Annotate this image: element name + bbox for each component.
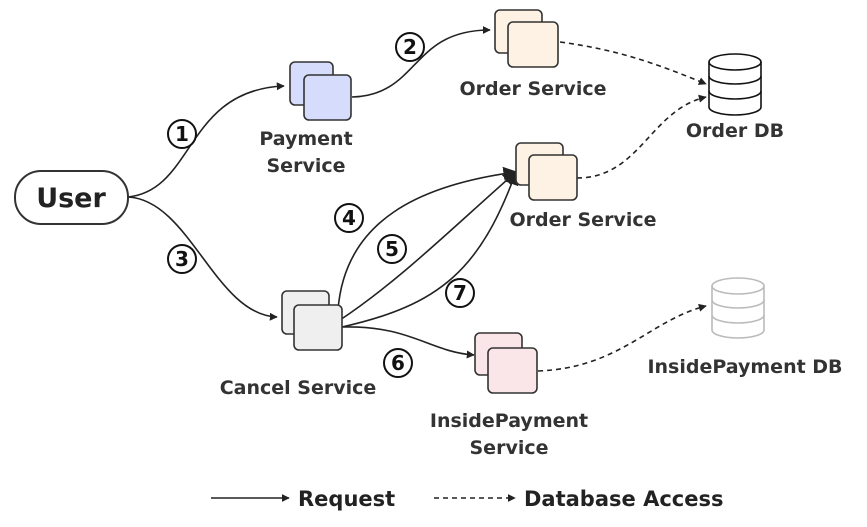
step-badges: 1 2 3 4 5 6 7 [167,32,475,378]
cancel-service-icon-front [293,304,343,351]
insidepayment-service-label-line2: Service [470,437,549,459]
edge-order-mid-to-orderdb [576,94,707,179]
edge-insidepayment-to-db [537,303,707,372]
cancel-service-node[interactable]: Cancel Service [220,290,377,399]
request-edges [127,26,519,359]
edge-cancel-to-order-7 [341,170,519,328]
step-1-badge: 1 [167,119,197,149]
step-5-badge: 5 [377,234,407,264]
edge-payment-to-order-top [351,26,491,98]
legend: Request Database Access [211,487,723,511]
step-1-label: 1 [175,122,189,146]
order-service-mid-icon-front [528,154,578,201]
step-5-label: 5 [385,237,399,261]
edge-cancel-to-order-5 [339,171,518,321]
step-7-badge: 7 [445,278,475,308]
step-4-label: 4 [342,206,356,230]
user-node[interactable]: User [14,170,129,225]
edge-cancel-to-order-4 [337,166,518,311]
step-7-label: 7 [453,281,467,305]
legend-database-label: Database Access [524,487,723,511]
step-6-label: 6 [391,351,405,375]
insidepayment-service-label-line1: InsidePayment [430,410,588,432]
order-db-node[interactable]: Order DB [686,53,784,142]
payment-service-label-line1: Payment [259,128,352,150]
insidepayment-service-icon-front [487,347,538,394]
cancel-service-label: Cancel Service [220,377,377,399]
payment-service-label-line2: Service [267,155,346,177]
payment-service-icon-front [303,74,352,121]
user-label: User [36,183,106,214]
legend-database-access: Database Access [434,487,723,511]
edge-user-to-cancel [127,196,278,321]
insidepayment-db-label: InsidePayment DB [647,356,842,378]
step-3-label: 3 [175,247,189,271]
step-6-badge: 6 [383,348,413,378]
order-service-mid-node[interactable]: Order Service [510,142,657,231]
order-service-top-node[interactable]: Order Service [460,9,607,100]
legend-request: Request [211,487,395,511]
database-edges [537,41,707,372]
step-4-badge: 4 [334,203,364,233]
insidepayment-db-icon [711,277,765,339]
order-db-label: Order DB [686,120,784,142]
legend-request-label: Request [298,487,395,511]
step-2-badge: 2 [395,32,425,62]
payment-service-node[interactable]: Payment Service [259,61,353,177]
order-service-mid-label: Order Service [510,209,657,231]
edge-order-top-to-orderdb [559,41,707,85]
order-db-icon [708,53,762,116]
insidepayment-db-node[interactable]: InsidePayment DB [647,277,843,378]
order-service-top-label: Order Service [460,78,607,100]
edge-cancel-to-insidepayment [341,326,475,359]
step-2-label: 2 [403,35,417,59]
insidepayment-service-node[interactable]: InsidePayment Service [430,332,588,459]
step-3-badge: 3 [167,244,197,274]
order-service-top-icon-front [507,21,559,68]
